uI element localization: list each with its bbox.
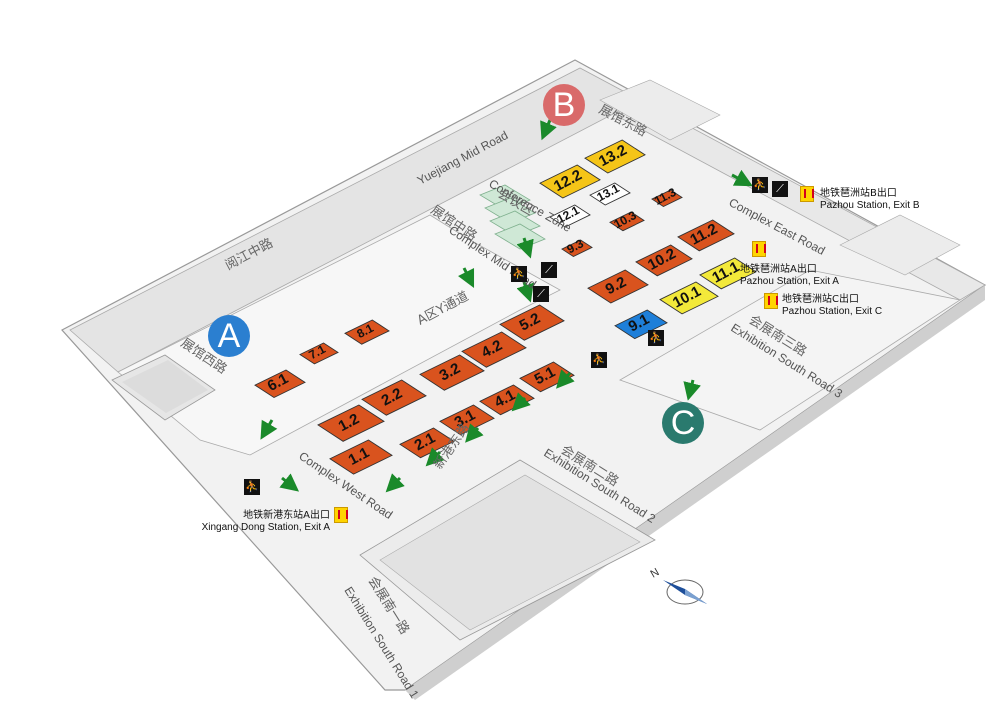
hall-13-1[interactable] (589, 182, 631, 206)
north-east-block (599, 79, 721, 141)
entrance-arrow-icon (683, 379, 701, 401)
escalator-icon: ⟋ (541, 262, 557, 278)
hall-11-1[interactable] (699, 257, 757, 290)
station-pazhou-a-en: Pazhou Station, Exit A (740, 276, 839, 287)
entrance-arrow-icon (731, 169, 753, 187)
entrance-arrow-icon (279, 473, 300, 492)
hall-1-1[interactable] (329, 439, 393, 475)
metro-icon (764, 293, 778, 309)
entrance-arrow-icon (457, 267, 475, 289)
station-xingang-en: Xingang Dong Station, Exit A (201, 522, 330, 533)
west-block-inner (122, 360, 208, 413)
station-pazhou-a-cn: 地铁琶洲站A出口 (740, 264, 817, 275)
hall-2-2[interactable] (361, 379, 427, 416)
hall-7-1[interactable] (299, 342, 339, 365)
entrance-arrow-icon (260, 419, 278, 440)
entrance-arrow-icon (465, 423, 484, 443)
station-pazhou-b-cn: 地铁琶洲站B出口 (820, 188, 897, 199)
entrance-arrow-icon (385, 473, 405, 493)
station-xingang-cn: 地铁新港东站A出口 (243, 510, 330, 521)
walker-icon: ⛹ (244, 479, 260, 495)
hall-2-1[interactable] (399, 427, 455, 459)
hall-5-2[interactable] (499, 304, 565, 341)
hall-3-2[interactable] (419, 354, 485, 391)
station-pazhou-c: 地铁琶洲站C出口 Pazhou Station, Exit C (782, 294, 882, 318)
hall-12-1[interactable] (549, 204, 591, 228)
hall-10-2[interactable] (635, 244, 693, 277)
east-parking (839, 214, 961, 276)
metro-icon (752, 241, 766, 257)
entrance-arrow-icon (511, 392, 531, 412)
walker-icon: ⛹ (591, 352, 607, 368)
hall-8-1[interactable] (344, 319, 390, 345)
walker-icon: ⛹ (752, 177, 768, 193)
metro-icon (800, 186, 814, 202)
map-ground-shadow (405, 285, 985, 700)
hall-9-3[interactable] (561, 239, 593, 258)
walker-icon: ⛹ (511, 266, 527, 282)
compass-north: N (649, 566, 662, 580)
zone-b-badge: B (543, 84, 585, 126)
entrance-arrow-icon (516, 281, 534, 303)
hall-12-2[interactable] (539, 164, 601, 199)
south-block-inner (379, 474, 641, 631)
station-pazhou-c-cn: 地铁琶洲站C出口 (782, 294, 859, 305)
entrance-arrow-icon (425, 447, 445, 467)
entrance-arrow-icon (540, 119, 557, 141)
hall-9-2[interactable] (587, 269, 649, 304)
hall-13-2[interactable] (584, 139, 646, 174)
hall-11-3[interactable] (651, 189, 683, 208)
arrows-layer (260, 119, 753, 493)
hall-10-3[interactable] (609, 211, 645, 232)
station-pazhou-b: 地铁琶洲站B出口 Pazhou Station, Exit B (820, 188, 920, 212)
entrance-arrow-icon (516, 237, 534, 259)
zone-c-area (619, 269, 962, 431)
hall-1-2[interactable] (317, 404, 385, 442)
compass: N (649, 566, 707, 605)
escalator-icon: ⟋ (772, 181, 788, 197)
walker-icon: ⛹ (648, 330, 664, 346)
metro-icon (334, 507, 348, 523)
hall-3-1[interactable] (439, 404, 495, 436)
station-xingang: 地铁新港东站A出口 Xingang Dong Station, Exit A (200, 510, 330, 534)
station-pazhou-a: 地铁琶洲站A出口 Pazhou Station, Exit A (740, 264, 839, 288)
hall-9-1[interactable] (614, 309, 668, 340)
station-pazhou-b-en: Pazhou Station, Exit B (820, 200, 920, 211)
station-pazhou-c-en: Pazhou Station, Exit C (782, 306, 883, 317)
zone-c-badge: C (662, 402, 704, 444)
zone-a-badge: A (208, 315, 250, 357)
hall-4-2[interactable] (461, 331, 527, 368)
entrance-arrow-icon (556, 369, 575, 389)
hall-6-1[interactable] (254, 369, 306, 399)
escalator-icon: ⟋ (533, 286, 549, 302)
hall-11-2[interactable] (677, 219, 735, 252)
hall-10-1[interactable] (659, 281, 719, 315)
